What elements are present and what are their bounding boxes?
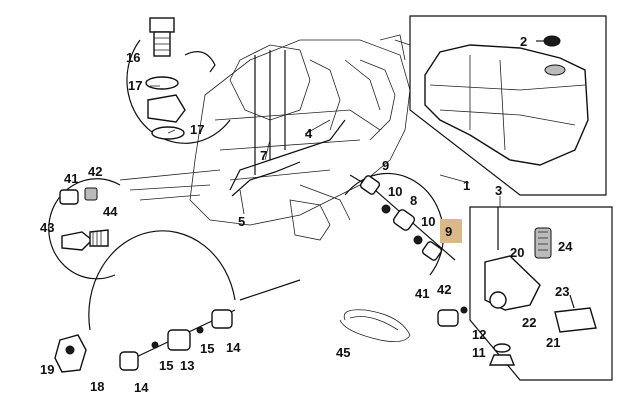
leader-lines xyxy=(150,40,545,215)
tap-lever xyxy=(554,307,597,333)
label-16: 16 xyxy=(126,50,140,65)
label-12: 12 xyxy=(472,327,486,342)
label-13: 13 xyxy=(180,358,194,373)
filter-gauze xyxy=(534,227,552,259)
tank-cap xyxy=(543,35,561,47)
label-5: 5 xyxy=(238,214,245,229)
part-labels: 2 1 3 16 17 17 4 7 5 41 42 43 44 9 10 8 … xyxy=(40,34,573,395)
fuel-tank-inset xyxy=(409,15,607,196)
label-11: 11 xyxy=(472,345,486,360)
label-14a: 14 xyxy=(226,340,241,355)
label-42a: 42 xyxy=(88,164,102,179)
label-41b: 41 xyxy=(415,286,429,301)
label-1: 1 xyxy=(463,178,470,193)
fuel-tap-inset xyxy=(469,206,613,381)
label-10a: 10 xyxy=(388,184,402,199)
label-17a: 17 xyxy=(128,78,142,93)
engine-assembly xyxy=(119,34,411,241)
label-19: 19 xyxy=(40,362,54,377)
label-2: 2 xyxy=(520,34,527,49)
label-3: 3 xyxy=(495,183,502,198)
label-7: 7 xyxy=(260,148,267,163)
label-22: 22 xyxy=(522,315,536,330)
label-45: 45 xyxy=(336,345,350,360)
banjo-union xyxy=(147,94,186,123)
label-9a: 9 xyxy=(382,158,389,173)
arrow xyxy=(184,51,216,73)
label-15a: 15 xyxy=(159,358,173,373)
label-18: 18 xyxy=(90,379,104,394)
label-44: 44 xyxy=(103,204,118,219)
label-41a: 41 xyxy=(64,171,78,186)
loose-parts xyxy=(339,306,516,366)
filler-neck xyxy=(544,64,566,76)
label-4: 4 xyxy=(305,126,313,141)
inset-pipe-union xyxy=(344,172,456,276)
label-43: 43 xyxy=(40,220,54,235)
label-9b: 9 xyxy=(445,224,452,239)
sealing-washer-upper xyxy=(145,76,179,90)
banjo-bolt-head xyxy=(149,17,175,33)
inset-pipe-clamp xyxy=(54,230,301,373)
label-8: 8 xyxy=(410,193,417,208)
fuel-hose-coil xyxy=(339,309,411,343)
inset-banjo-fitting xyxy=(126,17,231,144)
label-20: 20 xyxy=(510,245,524,260)
label-42b: 42 xyxy=(437,282,451,297)
label-24: 24 xyxy=(558,239,573,254)
label-23: 23 xyxy=(555,284,569,299)
label-15b: 15 xyxy=(200,341,214,356)
inset-drain-fitting xyxy=(48,178,121,280)
label-21: 21 xyxy=(546,335,560,350)
label-10b: 10 xyxy=(421,214,435,229)
label-17b: 17 xyxy=(190,122,204,137)
label-14b: 14 xyxy=(134,380,149,395)
highlight-box xyxy=(440,219,462,243)
